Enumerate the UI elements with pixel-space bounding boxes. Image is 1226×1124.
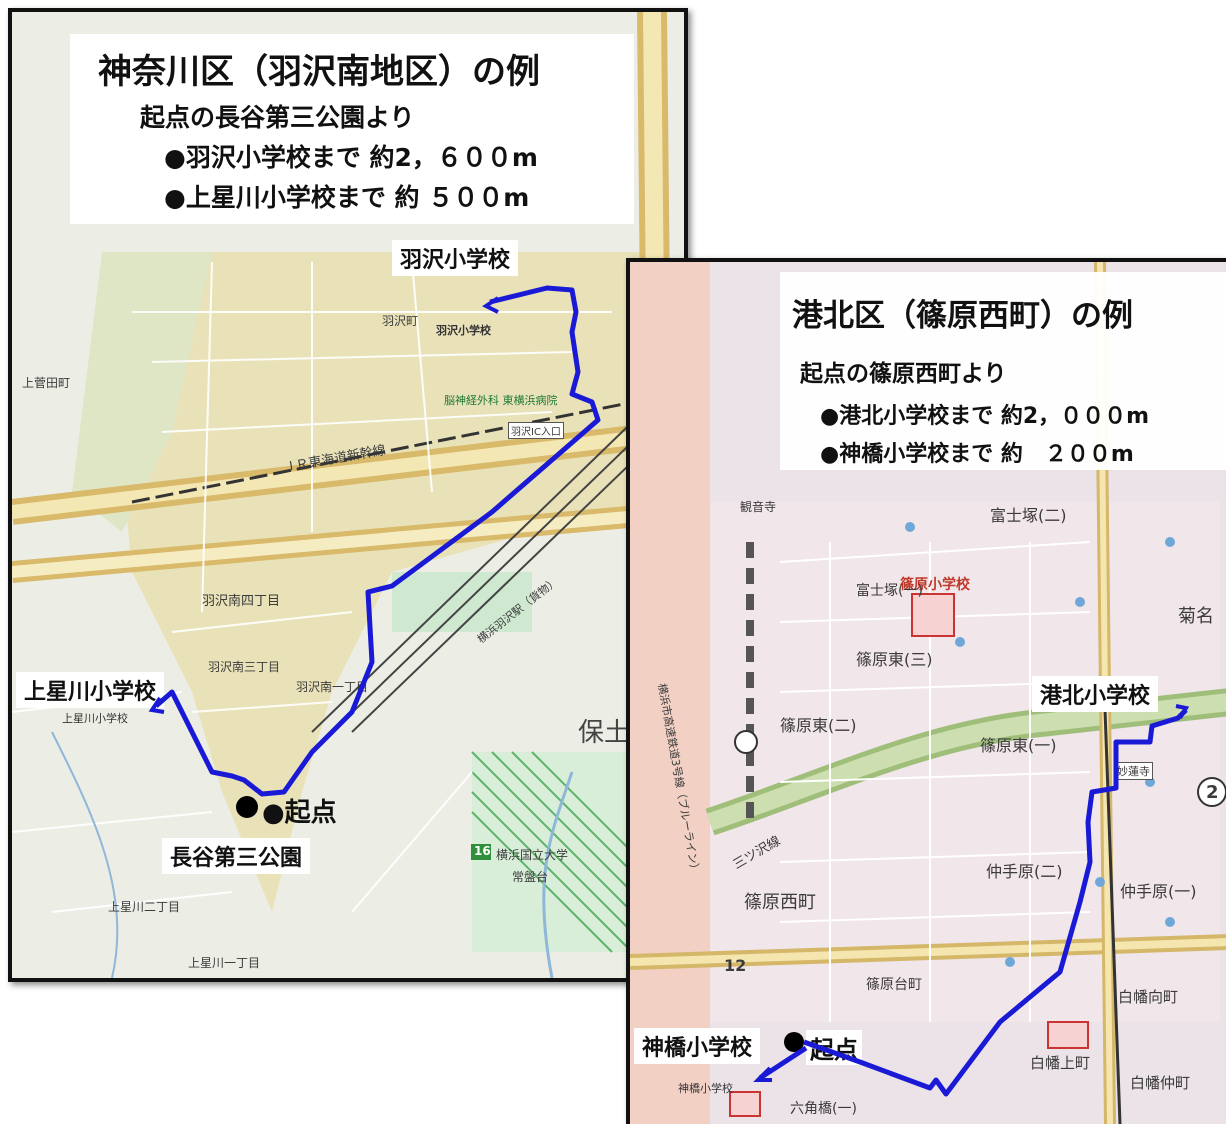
right-rokkakubashi: 六角橋(一) [790, 1101, 857, 1117]
right-school-b-label: 神橋小学校 [634, 1028, 761, 1064]
right-shinohara-higashi3: 篠原東(三) [856, 650, 933, 669]
left-caption-box: 神奈川区（羽沢南地区）の例 起点の長谷第三公園より ●羽沢小学校まで 約2，６０… [70, 34, 634, 224]
right-shinohara-higashi1: 篠原東(一) [980, 736, 1057, 755]
left-univ-label: 横浜国立大学 [496, 848, 569, 862]
left-school-b-small-label: 上星川小学校 [62, 712, 128, 725]
left-tokiwadai-label: 常盤台 [512, 870, 549, 884]
left-caption-line2: ●上星川小学校まで 約 ５００m [164, 183, 530, 212]
right-caption-line1: ●港北小学校まで 約2，０００m [820, 404, 1150, 429]
left-school-a-small-label: 羽沢小学校 [436, 324, 491, 337]
right-caption-subtitle: 起点の篠原西町より [800, 361, 1007, 387]
right-route12: 12 [724, 956, 747, 975]
right-kannonji: 観音寺 [740, 500, 777, 514]
right-shinohara-higashi2: 篠原東(二) [780, 716, 857, 735]
left-town-kamisugeta: 上菅田町 [22, 376, 71, 390]
left-caption-line1: ●羽沢小学校まで 約2，６００m [164, 143, 538, 172]
left-town-minami1: 羽沢南一丁目 [296, 680, 369, 694]
left-town-minami3: 羽沢南三丁目 [208, 660, 281, 674]
right-school-a-label: 港北小学校 [1032, 676, 1159, 712]
right-fujizuka1: 富士塚(一) [856, 583, 923, 599]
right-hakuraku-mukai: 白幡向町 [1118, 988, 1179, 1006]
left-map-panel: 神奈川区（羽沢南地区）の例 起点の長谷第三公園より ●羽沢小学校まで 約2，６０… [8, 8, 688, 982]
right-shinohara-nishimachi: 篠原西町 [744, 892, 816, 913]
right-shinohara-school: 篠原小学校 [900, 577, 970, 593]
left-kamihoshikawa1-label: 上星川一丁目 [188, 956, 261, 970]
right-route2: 2 [1206, 782, 1219, 803]
right-fujizuka2: 富士塚(二) [990, 506, 1067, 525]
right-shinohara-daimachi: 篠原台町 [866, 977, 922, 993]
right-hakuraku-naka: 白幡仲町 [1130, 1074, 1191, 1092]
left-town-hazawa: 羽沢町 [382, 314, 419, 328]
right-nakatehara1: 仲手原(一) [1120, 882, 1197, 901]
right-caption-box: 港北区（篠原西町）の例 起点の篠原西町より ●港北小学校まで 約2，０００m ●… [780, 272, 1226, 470]
right-map-panel: 港北区（篠原西町）の例 起点の篠原西町より ●港北小学校まで 約2，０００m ●… [626, 258, 1226, 1124]
left-start-text: ●起点 [262, 798, 337, 828]
left-kamihoshikawa2-label: 上星川二丁目 [108, 900, 181, 914]
right-start-dot [784, 1032, 804, 1052]
right-start-label: 起点 [806, 1030, 862, 1065]
right-caption-line2: ●神橋小学校まで 約 ２００m [820, 442, 1134, 467]
left-hospital-label: 脳神経外科 東横浜病院 [444, 394, 558, 407]
left-caption-subtitle: 起点の長谷第三公園より [140, 103, 415, 132]
left-school-b-label: 上星川小学校 [16, 672, 165, 708]
right-nakatehara2: 仲手原(二) [986, 862, 1063, 881]
right-caption-title: 港北区（篠原西町）の例 [792, 298, 1133, 334]
right-kikuna: 菊名 [1178, 606, 1214, 627]
right-school-b-small-label: 神橋小学校 [678, 1082, 733, 1095]
left-route16-label: 16 [474, 844, 491, 858]
left-start-label: ●起点 [262, 792, 337, 829]
right-myorenji: 妙蓮寺 [1114, 762, 1153, 780]
right-hakuraku-kami: 白幡上町 [1030, 1054, 1091, 1072]
left-caption-title: 神奈川区（羽沢南地区）の例 [98, 52, 540, 92]
left-town-minami4: 羽沢南四丁目 [202, 594, 281, 609]
left-start-dot [236, 796, 258, 818]
left-school-a-label: 羽沢小学校 [392, 240, 519, 276]
left-park-label: 長谷第三公園 [162, 838, 311, 874]
left-ic-label: 羽沢IC入口 [508, 422, 564, 439]
